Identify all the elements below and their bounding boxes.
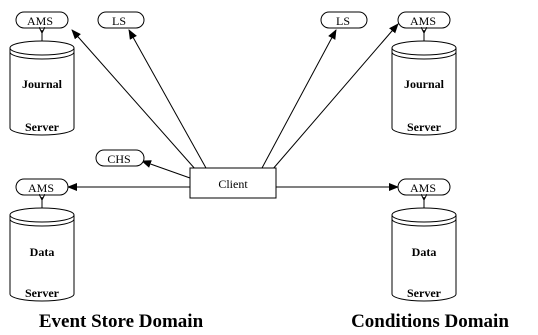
node-label: AMS xyxy=(27,14,53,28)
cylinder-top xyxy=(391,40,457,56)
node-ams-mid-right: AMS xyxy=(397,178,451,196)
cylinder-ring xyxy=(9,51,75,60)
database-data-left: Data Server xyxy=(9,207,75,302)
domain-label-event-store: Event Store Domain xyxy=(39,311,204,332)
node-label: AMS xyxy=(410,14,436,28)
node-label: LS xyxy=(112,14,126,28)
database-label-top: Journal xyxy=(22,77,63,91)
client-connections xyxy=(67,23,399,191)
arrow-client-to-ams-top-left xyxy=(71,29,197,171)
node-label: CHS xyxy=(107,152,130,166)
arrow-client-to-ls-top-left xyxy=(128,29,207,169)
cylinder-top xyxy=(9,207,75,223)
database-label-bottom: Server xyxy=(407,286,442,300)
node-label: LS xyxy=(336,14,350,28)
database-label-top: Journal xyxy=(404,77,445,91)
client-label: Client xyxy=(218,177,248,191)
cylinder-ring xyxy=(9,218,75,227)
node-ams-top-left: AMS xyxy=(15,11,69,29)
database-label-bottom: Server xyxy=(25,286,60,300)
domain-label-conditions: Conditions Domain xyxy=(351,311,509,332)
cylinder-top xyxy=(9,40,75,56)
cylinder-ring xyxy=(391,51,457,60)
node-shape xyxy=(97,11,145,29)
node-chs: CHS xyxy=(95,149,145,167)
node-client: Client xyxy=(189,167,277,199)
database-data-right: Data Server xyxy=(391,207,457,302)
database-journal-left: Journal Server xyxy=(9,40,75,136)
node-ams-top-right: AMS xyxy=(397,11,451,29)
database-label-top: Data xyxy=(30,245,55,259)
arrow-client-to-chs xyxy=(141,160,191,179)
database-journal-right: Journal Server xyxy=(391,40,457,136)
client-box xyxy=(189,167,277,199)
node-shape xyxy=(95,149,145,167)
database-label-bottom: Server xyxy=(25,120,60,134)
node-shape xyxy=(320,11,368,29)
cylinder-ring xyxy=(391,218,457,227)
database-label-bottom: Server xyxy=(407,120,442,134)
database-label-top: Data xyxy=(412,245,437,259)
arrow-client-to-ls-top-right xyxy=(261,29,337,169)
cylinder-body xyxy=(9,48,75,136)
arrow-client-to-ams-top-right xyxy=(271,23,399,171)
node-ams-mid-left: AMS xyxy=(15,178,69,196)
node-ls-top-right: LS xyxy=(320,11,368,29)
node-ls-top-left: LS xyxy=(97,11,145,29)
cylinder-body xyxy=(391,48,457,136)
cylinder-body xyxy=(9,215,75,302)
node-label: AMS xyxy=(28,181,54,195)
cylinder-body xyxy=(391,215,457,302)
cylinder-top xyxy=(391,207,457,223)
node-label: AMS xyxy=(410,181,436,195)
